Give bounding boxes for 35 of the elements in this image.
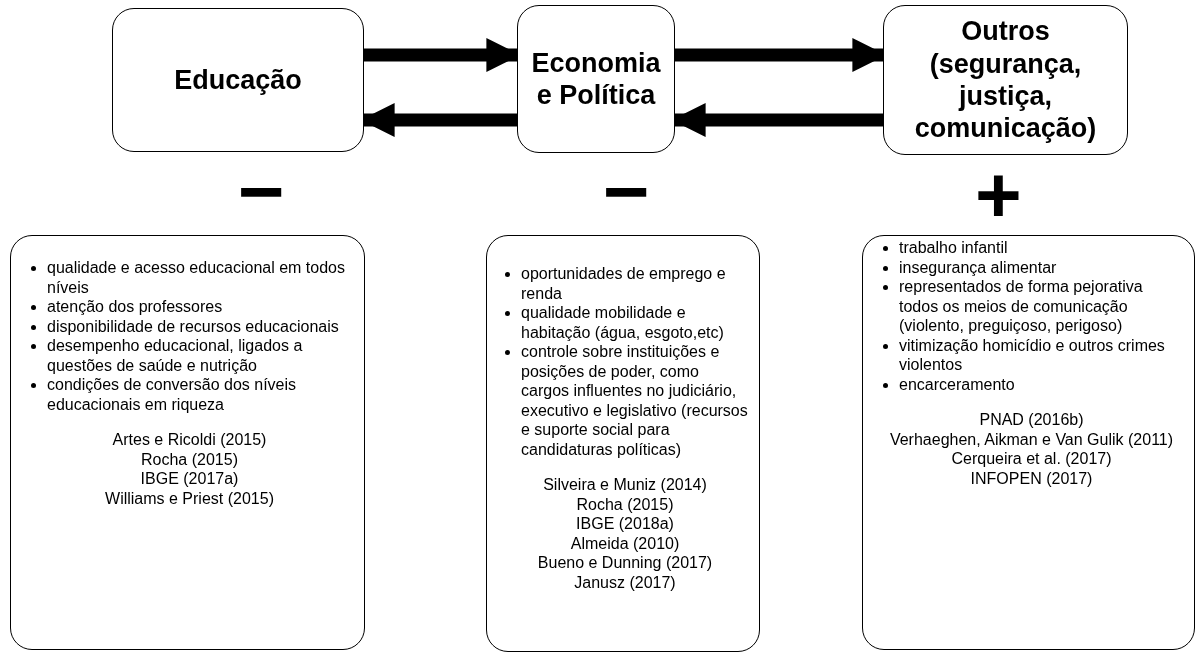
topic-title: Educação [174,63,302,97]
bullet-item: controle sobre instituições e posições de poder, como cargos influentes no judiciário, executivo e legislativo (recursos e suporte social para candidaturas políticas) [521,343,748,458]
bullet-item: insegurança alimentar [899,258,1057,276]
topic-box [883,5,1128,155]
reference-text: PNAD (2016b) [978,410,1085,430]
reference-text: Janusz (2017) [573,572,677,593]
bullet-item: atenção dos professores [47,298,223,316]
reference-text: IBGE (2017a) [139,469,240,489]
reference-text: Cerqueira et al. (2017) [950,449,1113,469]
sign-symbol: + [975,155,1022,235]
bullet-item: condições de conversão dos níveis educacionais em riqueza [47,376,297,413]
reference-text: INFOPEN (2017) [969,468,1094,489]
reference-text: Verhaeghen, Aikman e Van Gulik (2011) [888,429,1175,450]
sign-symbol: − [603,152,650,232]
bullet-item: disponibilidade de recursos educacionais [47,317,339,335]
sign-symbol: − [238,152,285,232]
bullet-item: representados de forma pejorativa todos os meios de comunicação (violento, preguiçoso, perigoso) [899,278,1143,335]
reference-text: Silveira e Muniz (2014) [542,475,708,495]
reference-text: Williams e Priest (2015) [104,488,275,509]
list-box [862,235,1195,650]
reference-text: Almeida (2010) [569,533,681,554]
bullet-item: qualidade mobilidade e habitação (água, esgoto,etc) [521,304,724,341]
bullet-item: encarceramento [899,375,1015,393]
topic-box [517,5,675,153]
reference-text: IBGE (2018a) [575,514,675,534]
bullet-item: trabalho infantil [899,239,1008,256]
reference-text: Rocha (2015) [140,449,239,470]
topic-title: Outros (segurança, justiça, comunicação) [913,15,1098,145]
topic-title: Economia e Política [530,46,662,112]
topic-box [112,8,364,152]
reference-text: Rocha (2015) [575,494,675,515]
list-box [486,235,760,652]
list-box [10,235,365,650]
reference-text: Artes e Ricoldi (2015) [111,430,268,450]
reference-text: Bueno e Dunning (2017) [536,553,714,573]
